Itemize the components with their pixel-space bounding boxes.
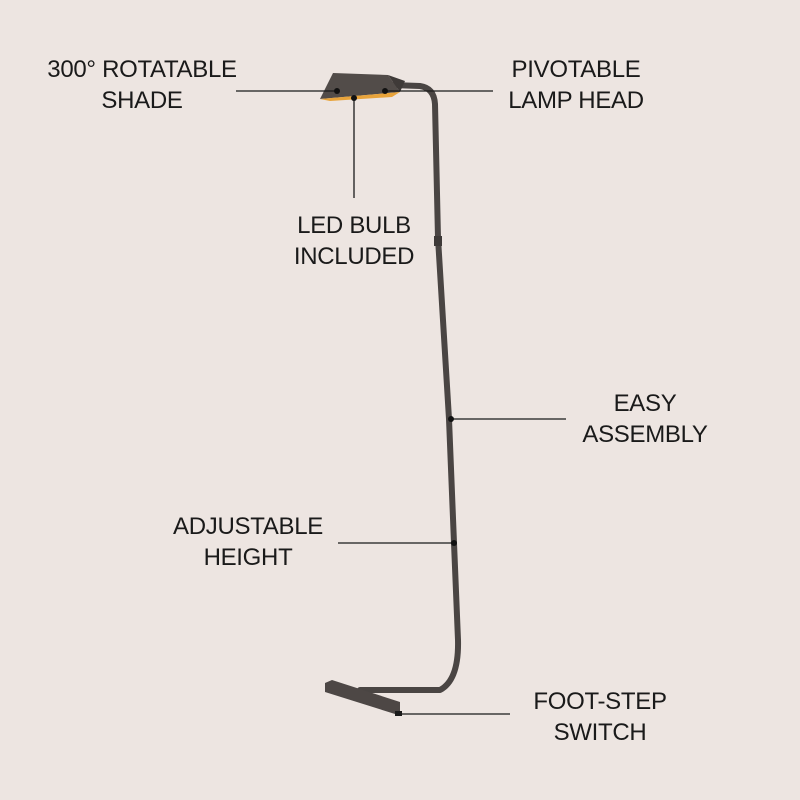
callout-rotatable-shade: 300° ROTATABLE SHADE [32,54,252,116]
callout-line: 300° ROTATABLE [47,56,237,83]
lamp-shade [320,73,405,101]
lamp-pole [357,82,462,693]
lamp-base [325,680,402,716]
callout-pivotable-lamp-head: PIVOTABLE LAMP HEAD [492,54,660,116]
callout-line: HEIGHT [203,544,293,571]
callout-line: EASY [613,390,677,417]
callout-dots [334,88,457,546]
callout-line: LAMP HEAD [508,87,644,114]
callout-easy-assembly: EASY ASSEMBLY [565,388,725,450]
callout-line: SWITCH [553,719,647,746]
callout-line: SHADE [101,87,183,114]
callout-line: ASSEMBLY [582,421,708,448]
callout-line: PIVOTABLE [511,56,641,83]
callout-line: INCLUDED [293,243,415,270]
callout-line: ADJUSTABLE [173,513,323,540]
callout-lines [236,90,566,715]
callout-adjustable-height: ADJUSTABLE HEIGHT [160,511,336,573]
callout-led-bulb: LED BULB INCLUDED [280,210,428,272]
callout-foot-step-switch: FOOT-STEP SWITCH [518,686,682,748]
callout-line: FOOT-STEP [533,688,667,715]
callout-line: LED BULB [297,212,411,239]
